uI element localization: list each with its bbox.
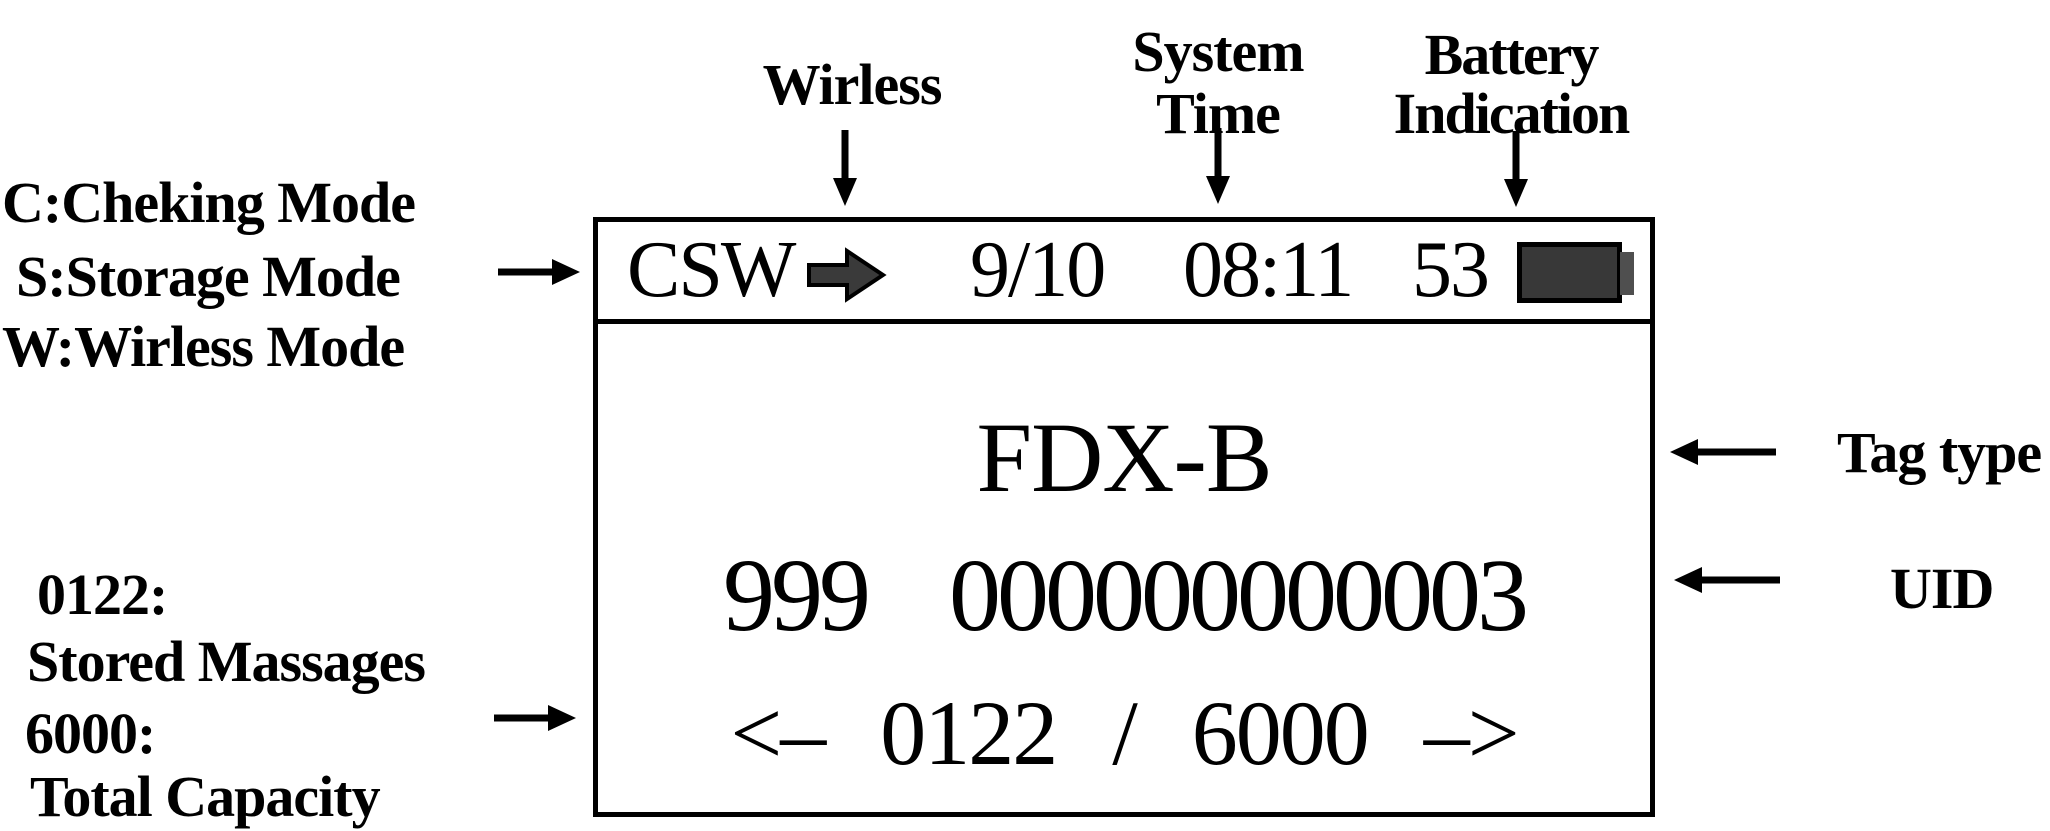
counter-separator: /	[1112, 682, 1138, 784]
stored-count-label: 0122:	[37, 562, 168, 627]
uid-label: UID	[1890, 556, 1994, 621]
battery-pointer-arrow-icon	[1500, 131, 1532, 209]
wireless-arrow-icon	[807, 244, 887, 306]
status-date: 9/10	[970, 226, 1106, 314]
modes-pointer-arrow-icon	[498, 256, 582, 288]
wireless-label: Wirless	[762, 52, 943, 117]
battery-indication-label-line2: Indication	[1393, 81, 1631, 146]
counter-current-value: 0122	[880, 682, 1058, 784]
storage-pointer-arrow-icon	[494, 702, 578, 734]
counter-next-symbol: –>	[1423, 682, 1520, 784]
tag-type-pointer-arrow-icon	[1668, 436, 1778, 468]
wireless-pointer-arrow-icon	[829, 130, 861, 208]
display-tag-type: FDX-B	[976, 402, 1272, 513]
display-uid: 999 000000000003	[723, 538, 1529, 653]
mode-legend-wireless: W:Wirless Mode	[2, 314, 405, 379]
mode-legend-storage: S:Storage Mode	[16, 244, 401, 309]
stored-messages-label: Stored Massages	[27, 629, 426, 694]
battery-icon-nub	[1620, 252, 1634, 295]
status-mode-indicator: CSW	[627, 226, 796, 314]
counter-total-value: 6000	[1191, 682, 1370, 784]
battery-icon-body	[1517, 242, 1622, 303]
display-record-counter: <–0122/6000–>	[593, 687, 1655, 779]
system-time-label-line1: System	[1132, 19, 1304, 84]
counter-prev-symbol: <–	[730, 682, 826, 784]
total-capacity-label: Total Capacity	[30, 764, 381, 829]
tag-type-label: Tag type	[1837, 420, 2042, 485]
status-time: 08:11	[1183, 226, 1354, 314]
mode-legend-checking: C:Cheking Mode	[2, 170, 416, 235]
battery-indication-label-line1: Battery	[1424, 22, 1600, 87]
status-bar-divider	[593, 319, 1655, 324]
status-battery-percent: 53	[1412, 226, 1490, 314]
system-time-pointer-arrow-icon	[1202, 128, 1234, 206]
device-screen	[593, 217, 1655, 817]
capacity-count-label: 6000:	[25, 701, 156, 766]
uid-pointer-arrow-icon	[1672, 564, 1782, 596]
